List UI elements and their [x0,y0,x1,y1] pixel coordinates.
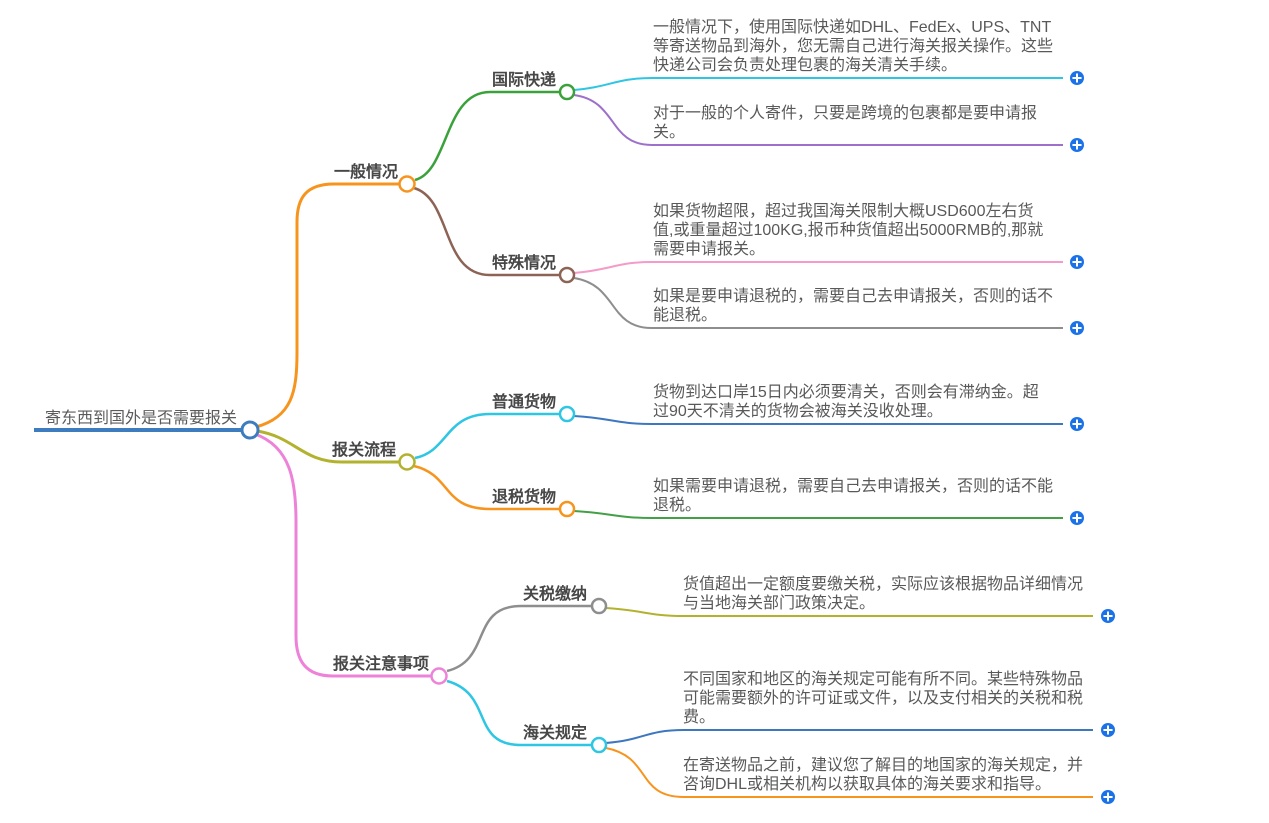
child-line-teshu-qingkuang [413,186,559,277]
root-node-toggle-icon[interactable] [240,420,260,440]
leaf-node-text-9[interactable]: 在寄送物品之前，建议您了解目的地国家的海关规定，并咨询DHL或相关机构以获取具体… [683,757,1084,793]
add-node-button-9[interactable] [1101,790,1115,804]
branch-label-yiban-qingkuang[interactable]: 一般情况 [334,164,399,181]
node-toggle-icon-haiguan[interactable] [590,736,608,754]
plus-icon [1103,792,1113,802]
child-line-guoji-kuaidi [414,90,559,182]
add-node-button-2[interactable] [1070,138,1084,152]
node-label-tuishui-huowu[interactable]: 退税货物 [492,489,557,506]
add-node-button-3[interactable] [1070,255,1084,269]
leaf-line-8 [605,729,1093,744]
child-line-haiguan-guiding [446,679,591,747]
leaf-node-text-2[interactable]: 对于一般的个人寄件，只要是跨境的包裹都是要申请报关。 [653,105,1038,141]
plus-icon [1072,323,1082,333]
leaf-line-7 [605,607,1093,617]
plus-icon [1072,140,1082,150]
node-toggle-icon-guanshui[interactable] [590,597,608,615]
node-label-teshu-qingkuang[interactable]: 特殊情况 [492,255,557,272]
node-label-putong-huowu[interactable]: 普通货物 [492,394,557,411]
leaf-node-text-1[interactable]: 一般情况下，使用国际快递如DHL、FedEx、UPS、TNT等寄送物品到海外，您… [653,19,1054,74]
leaf-line-5 [573,415,1063,425]
leaf-line-4 [573,277,1063,329]
add-node-button-6[interactable] [1070,511,1084,525]
child-line-putong-huowu [414,412,559,460]
node-toggle-icon-putong[interactable] [558,405,576,423]
branch-line-zhuyi [254,432,431,678]
root-node-label[interactable]: 寄东西到国外是否需要报关 [45,410,238,427]
plus-icon [1072,73,1082,83]
branch-line-liucheng [256,429,399,464]
leaf-node-text-3[interactable]: 如果货物超限，超过我国海关限制大概USD600左右货值,或重量超过100KG,报… [653,203,1044,258]
node-label-guanshui-jiaona[interactable]: 关税缴纳 [523,586,588,603]
node-label-haiguan-guiding[interactable]: 海关规定 [523,725,588,742]
node-toggle-icon-teshu[interactable] [558,266,576,284]
plus-icon [1072,257,1082,267]
add-node-button-8[interactable] [1101,723,1115,737]
add-node-button-1[interactable] [1070,71,1084,85]
branch-label-baoguan-liucheng[interactable]: 报关流程 [332,442,397,459]
node-toggle-icon-yiban[interactable] [398,175,416,193]
branch-line-yiban [255,182,399,429]
add-node-button-4[interactable] [1070,321,1084,335]
leaf-line-1 [573,77,1063,91]
leaf-node-text-7[interactable]: 货值超出一定额度要缴关税，实际应该根据物品详细情况与当地海关部门政策决定。 [683,576,1084,612]
node-toggle-icon-tuishui[interactable] [558,500,576,518]
plus-icon [1103,611,1113,621]
leaf-line-6 [573,510,1063,519]
plus-icon [1072,419,1082,429]
leaf-line-9 [605,747,1093,798]
leaf-line-3 [573,261,1063,274]
node-toggle-icon-zhuyi[interactable] [430,667,448,685]
leaf-line-2 [573,94,1063,146]
child-line-tuishui-huowu [413,464,559,511]
add-node-button-5[interactable] [1070,417,1084,431]
plus-icon [1072,513,1082,523]
plus-icon [1103,725,1113,735]
leaf-node-text-4[interactable]: 如果是要申请退税的，需要自己去申请报关，否则的话不能退税。 [653,288,1054,324]
node-toggle-icon-liucheng[interactable] [398,453,416,471]
leaf-node-text-8[interactable]: 不同国家和地区的海关规定可能有所不同。某些特殊物品可能需要额外的许可证或文件，以… [683,671,1084,726]
add-node-button-7[interactable] [1101,609,1115,623]
node-toggle-icon-guoji[interactable] [558,83,576,101]
child-line-guanshui-jiaona [446,604,591,673]
leaf-node-text-6[interactable]: 如果需要申请退税，需要自己去申请报关，否则的话不能退税。 [653,478,1054,514]
node-label-guoji-kuaidi[interactable]: 国际快递 [492,72,557,89]
branch-label-baoguan-zhuyi-shixiang[interactable]: 报关注意事项 [333,656,430,673]
leaf-node-text-5[interactable]: 货物到达口岸15日内必须要清关，否则会有滞纳金。超过90天不清关的货物会被海关没… [653,384,1039,420]
